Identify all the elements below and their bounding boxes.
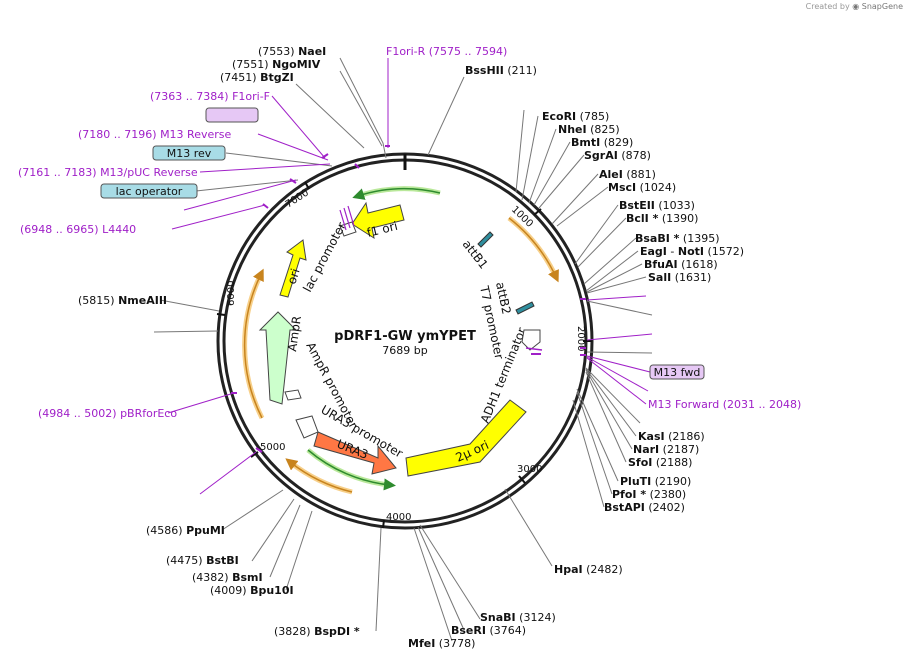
- tick-label-4000: 4000: [386, 512, 411, 523]
- attb2-label: attB2: [493, 281, 513, 316]
- bfuai-bspmi-label: EagI - NotI (1572): [640, 245, 744, 258]
- mfei-label: BseRI (3764): [451, 624, 526, 637]
- naei-label: (7553) NaeI: [258, 45, 326, 58]
- attb1-arrow: [477, 231, 494, 248]
- pfoi-label: PluTI (2190): [620, 475, 691, 488]
- bsteii-label: MscI (1024): [608, 181, 676, 194]
- cap-binding-site-box: lac operator: [116, 185, 183, 198]
- msci-label: AleI (881): [599, 168, 656, 181]
- lac-operator-box: M13 rev: [167, 147, 212, 160]
- credit-brand: SnapGene: [861, 2, 903, 11]
- bspdi-clai-label: MfeI (3778): [408, 637, 475, 650]
- bsshii-label: BssHII (211): [465, 64, 537, 77]
- tick-label-6000: 6000: [226, 281, 237, 306]
- nari-label: KasI (2186): [638, 430, 705, 443]
- bseri-label: SnaBI (3124): [480, 611, 556, 624]
- tick-label-2000: 2000: [575, 326, 586, 351]
- ppumi-label: (4475) BstBI: [166, 554, 239, 567]
- bpu10i-label: (3828) BspDI *: [274, 625, 360, 638]
- ampr-promoter-arrow: [284, 389, 302, 401]
- f1ori-f-label: (7363 .. 7384) F1ori-F: [150, 90, 270, 103]
- ahdi-label: (5815) NmeAIII: [78, 294, 167, 307]
- f1-ori-arrow: [351, 201, 405, 240]
- ampr-arrow: [258, 311, 298, 405]
- 2mu-ori-arrow: [405, 399, 527, 477]
- inner-arcs: [242, 186, 559, 495]
- m13puc-reverse-label: (7161 .. 7183) M13/pUC Reverse: [18, 166, 198, 179]
- ura3-arrow: [313, 431, 397, 475]
- plasmid-name: pDRF1-GW ymYPET: [334, 329, 476, 344]
- tick-6000: [216, 313, 226, 316]
- bsmi-label: (4009) Bpu10I: [210, 584, 294, 597]
- tick-4000: [382, 519, 385, 529]
- primer-marks: [231, 145, 586, 453]
- bstapi-label: PfoI * (2380): [612, 488, 686, 501]
- leader-lines: [153, 57, 653, 642]
- plasmid-size: 7689 bp: [382, 344, 427, 357]
- sali-label: BfuAI (1618): [644, 258, 718, 271]
- nhei-label: EcoRI (785): [542, 110, 609, 123]
- ampr-label: AmpR: [285, 315, 304, 352]
- tick-label-3000: 3000: [517, 464, 542, 475]
- hpai-label: BstAPI (2402): [604, 501, 685, 514]
- tick-7000: [304, 181, 310, 190]
- ori-arrow: [279, 239, 307, 298]
- amp-r-primer-label: (4984 .. 5002) pBRforEco: [38, 407, 177, 420]
- sfoi-label: NarI (2187): [633, 443, 699, 456]
- btgzi-label: (7451) BtgZI: [220, 71, 294, 84]
- tick-label-7000: 7000: [284, 187, 311, 210]
- pbr322ori-f-label: (6948 .. 6965) L4440: [20, 223, 136, 236]
- m13puc-forward-label: M13 Forward (2031 .. 2048): [648, 398, 801, 411]
- bsabi-label: BclI * (1390): [626, 212, 698, 225]
- site-labels: (7553) NaeI (7551) NgoMIV (7451) BtgZI F…: [18, 45, 801, 650]
- absi-xhoi-label: SalI (1631): [648, 271, 711, 284]
- sgrai-label: BmtI (829): [571, 136, 633, 149]
- ngomiv-label: (7551) NgoMIV: [232, 58, 321, 71]
- tick-label-5000: 5000: [260, 442, 285, 453]
- m13-fwd-box: M13 fwd: [654, 366, 701, 379]
- tick-3000: [518, 475, 526, 484]
- feature-boxes: M13 rev lac operator M13 fwd: [100, 107, 705, 380]
- credit-prefix: Created by: [805, 2, 850, 11]
- snapgene-credit: Created by ◉ SnapGene: [806, 2, 903, 11]
- adh1-terminator-arrow: [521, 329, 541, 351]
- tick-1000: [533, 208, 542, 216]
- attb2-arrow: [515, 301, 535, 315]
- bcli-label: BstEII (1033): [619, 199, 695, 212]
- f1ori-r-label: F1ori-R (7575 .. 7594): [386, 45, 507, 58]
- tick-5000: [250, 451, 259, 458]
- pluti-label: SfoI (2188): [628, 456, 692, 469]
- eagi-noti-label: BsaBI * (1395): [635, 232, 720, 245]
- ori-label: ori: [285, 267, 303, 286]
- m13-reverse-label: (7180 .. 7196) M13 Reverse: [78, 128, 231, 141]
- alei-label: SgrAI (878): [584, 149, 651, 162]
- bmti-label: NheI (825): [558, 123, 620, 136]
- ura3-promoter-arrow: [295, 415, 319, 439]
- bsgi-label: (4586) PpuMI: [146, 524, 225, 537]
- bstbi-label: (4382) BsmI: [192, 571, 263, 584]
- lac-promoter-label: lac promoter: [300, 220, 348, 294]
- snabi-label: HpaI (2482): [554, 563, 623, 576]
- snapgene-logo-icon: ◉: [852, 2, 860, 11]
